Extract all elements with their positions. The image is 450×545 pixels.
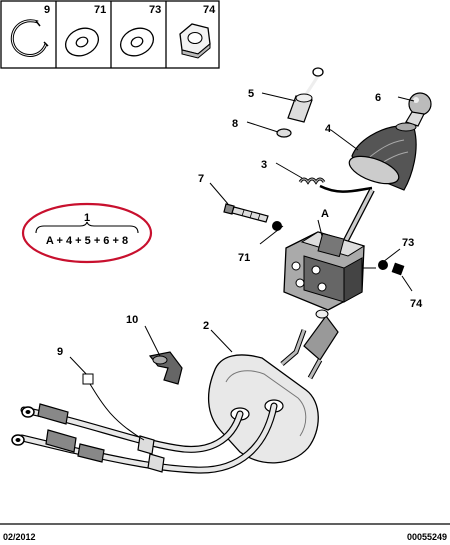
gear-cables [11, 402, 278, 474]
part-6-gear-knob [405, 92, 432, 127]
part-3-spring [298, 177, 373, 193]
washer-icon [64, 27, 100, 57]
assembly-number: 1 [84, 212, 90, 224]
highlight-ellipse [21, 202, 153, 264]
assembly-a-selector-housing [283, 231, 366, 311]
dot-marker-71 [272, 221, 282, 231]
callout-73: 73 [402, 237, 414, 249]
callout-74: 74 [410, 298, 423, 310]
callout-2: 2 [203, 320, 209, 332]
part-8-washer [276, 128, 292, 138]
footer-reference: 00055249 [407, 532, 447, 542]
callout-10: 10 [126, 314, 138, 326]
legend-label-71: 71 [94, 4, 106, 16]
square-marker-9 [82, 373, 94, 385]
assembly-formula: A + 4 + 5 + 6 + 8 [46, 235, 128, 247]
callout-71: 71 [238, 252, 250, 264]
legend-boxes: 9 71 73 74 [0, 0, 220, 69]
callout-7: 7 [198, 173, 204, 185]
callout-5: 5 [248, 88, 254, 100]
callout-labels: 5 6 8 4 3 7 A 71 73 74 2 10 9 [57, 88, 423, 358]
part-5-link-rod [287, 67, 324, 123]
callout-9: 9 [57, 346, 63, 358]
footer-date: 02/2012 [3, 532, 36, 542]
assembly-note: 1 A + 4 + 5 + 6 + 8 [21, 202, 153, 264]
hex-nut-icon [179, 23, 211, 59]
square-marker-74 [391, 262, 405, 276]
callout-8: 8 [232, 118, 238, 130]
legend-label-74: 74 [203, 4, 216, 16]
part-2-base-plate [207, 354, 319, 464]
legend-label-9: 9 [44, 4, 50, 16]
circlip-icon [10, 19, 49, 57]
part-10-cable-clip [148, 351, 183, 385]
part-7-bolt [223, 203, 269, 223]
callout-a: A [321, 208, 329, 220]
callout-6: 6 [375, 92, 381, 104]
callout-4: 4 [325, 123, 332, 135]
washer-icon [119, 27, 155, 57]
callout-3: 3 [261, 159, 267, 171]
legend-label-73: 73 [149, 4, 161, 16]
part-4-gaiter-boot [348, 122, 417, 191]
leader-lines [69, 92, 415, 441]
selector-linkage [280, 309, 339, 380]
dot-marker-73 [378, 260, 388, 270]
